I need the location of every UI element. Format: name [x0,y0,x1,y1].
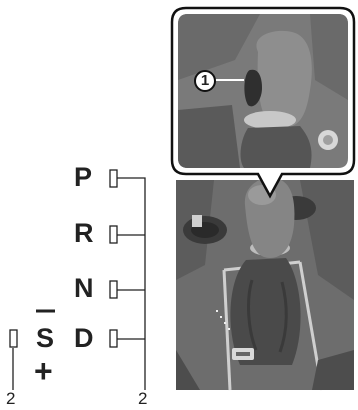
console-photo [176,177,354,390]
lamp-p [110,170,117,187]
gear-d-label: D [74,325,94,352]
plus-sign: + [34,355,53,387]
gear-p-label: P [74,164,92,191]
callout-box [172,8,354,196]
gear-n-label: N [74,275,94,302]
indicator-lamps [10,170,117,347]
gear-r-label: R [74,220,94,247]
lamp-d [110,330,117,347]
sport-mode-label: S [36,325,54,352]
reference-number-left: 2 [6,390,15,407]
reference-number-right: 2 [138,390,147,407]
lamp-r [110,226,117,243]
lamp-s [10,330,17,347]
lamp-n [110,281,117,298]
callout-number: 1 [194,73,216,88]
